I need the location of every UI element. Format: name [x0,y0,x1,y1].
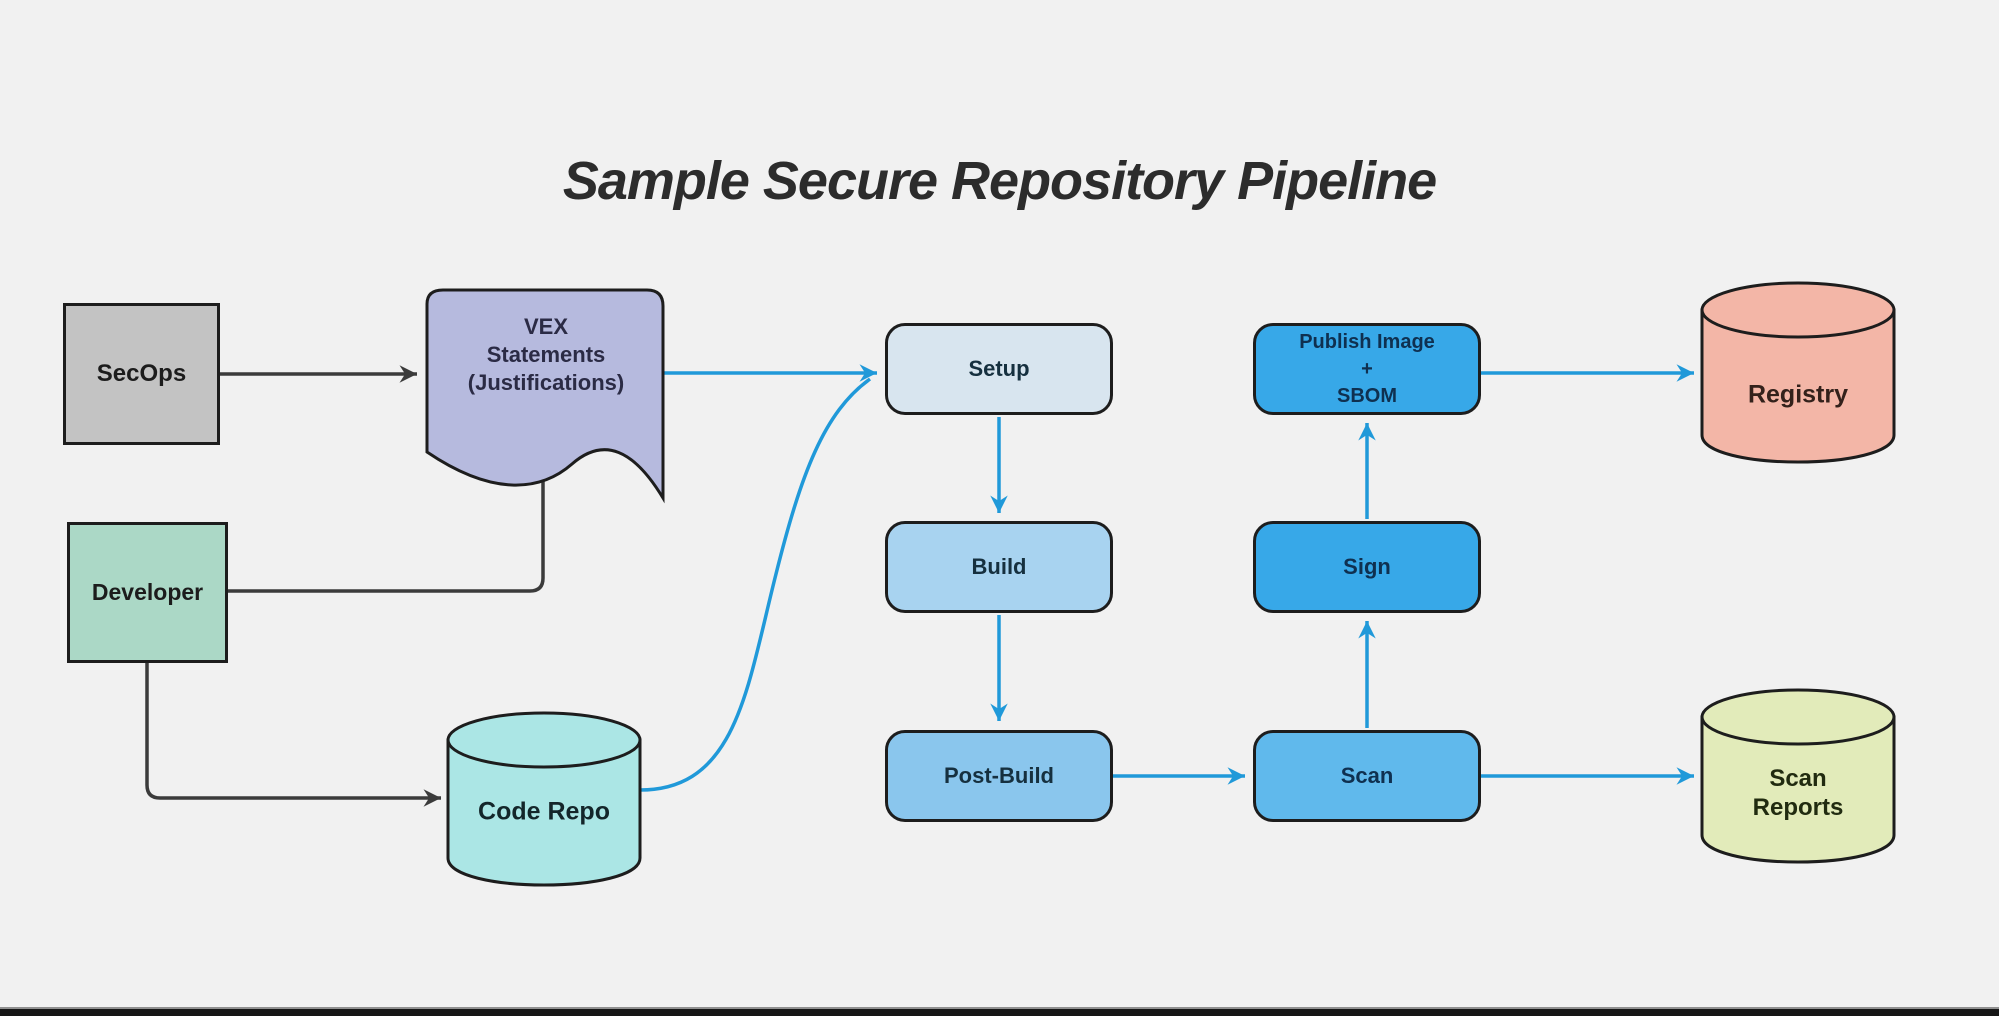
vex-statements-label: VEX Statements (Justifications) [468,313,624,397]
publish-image-label-line2: + [1361,357,1373,380]
post-build-label: Post-Build [944,763,1054,788]
publish-image-label-line1: Publish Image [1299,330,1435,353]
node-post-build: Post-Build [885,730,1113,822]
sign-label: Sign [1343,554,1391,579]
build-label: Build [971,554,1027,579]
scan-reports-label: Scan Reports [1753,764,1844,822]
bottom-edge-bar [0,1007,1999,1016]
registry-cylinder-top [1700,281,1896,339]
edge-developer-to-code-repo [145,663,441,807]
code-repo-cylinder-top [446,711,642,769]
vex-label-line1: VEX [523,314,569,339]
code-repo-cylinder-body [446,738,642,887]
node-scan: Scan [1253,730,1481,822]
scan-label: Scan [1340,763,1394,788]
node-sign: Sign [1253,521,1481,613]
node-build: Build [885,521,1113,613]
scan-reports-cylinder-top [1700,688,1896,746]
vex-statements-document-shape [425,288,665,504]
publish-image-label-line3: SBOM [1337,384,1397,407]
secops-label: SecOps [96,360,187,387]
vex-label-line3: (Justifications) [467,370,625,395]
node-secops: SecOps [63,303,220,445]
setup-label: Setup [968,356,1030,381]
edge-developer-to-vex [228,456,552,593]
node-developer: Developer [67,522,228,663]
registry-cylinder-body [1700,308,1896,464]
scan-reports-cylinder-body [1700,715,1896,864]
diagram-title: Sample Secure Repository Pipeline [562,151,1437,211]
scan-reports-label-line1: Scan [1769,765,1827,792]
registry-label: Registry [1747,380,1849,409]
code-repo-label: Code Repo [478,797,610,826]
scan-reports-label-line2: Reports [1752,794,1844,821]
node-publish-image-sbom: Publish Image + SBOM [1253,323,1481,415]
developer-label: Developer [91,579,204,605]
vex-label-line2: Statements [486,342,606,367]
edge-code-repo-to-setup [639,377,872,792]
node-setup: Setup [885,323,1113,415]
